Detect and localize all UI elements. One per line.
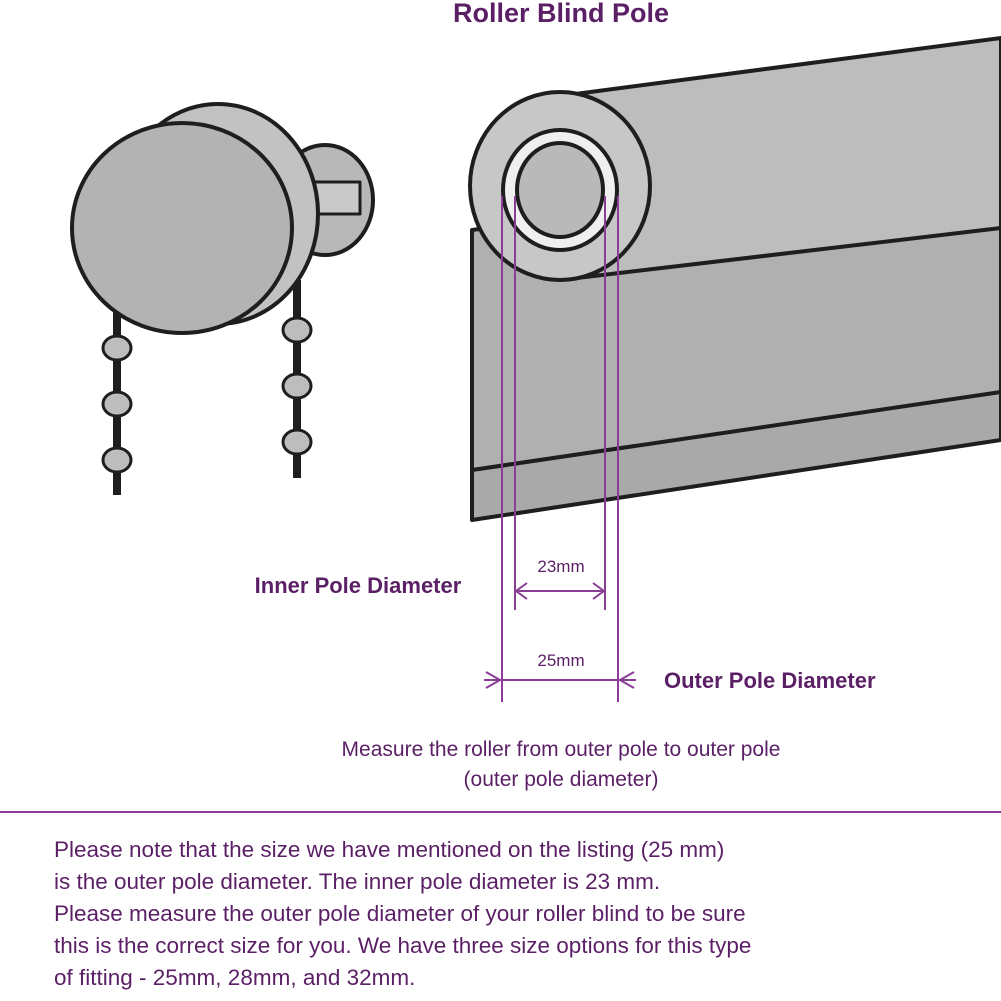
note-line: Please note that the size we have mentio…: [54, 837, 725, 862]
outer-arrowhead-right: [617, 671, 635, 689]
inner-pole: [515, 141, 605, 239]
chain-bead: [281, 428, 313, 456]
outer-diameter-value: 25mm: [537, 651, 584, 670]
note-line: is the outer pole diameter. The inner po…: [54, 869, 661, 894]
inner-arrowhead-right: [592, 582, 606, 600]
inner-diameter-label: Inner Pole Diameter: [255, 573, 462, 598]
outer-arrowhead-left: [485, 671, 503, 689]
chain-bead: [101, 390, 133, 418]
end-cap-illustration: [70, 102, 375, 495]
roller-illustration: [468, 36, 1001, 522]
caption-line-2: (outer pole diameter): [464, 768, 659, 791]
note-line: Please measure the outer pole diameter o…: [54, 901, 746, 926]
chain-bead: [101, 334, 133, 362]
cap-face: [70, 121, 294, 335]
chain-bead: [281, 316, 313, 344]
chain-bead: [101, 446, 133, 474]
size-note: Please note that the size we have mentio…: [54, 834, 974, 994]
diagram-title: Roller Blind Pole: [453, 0, 669, 28]
inner-arrowhead-left: [514, 582, 528, 600]
caption-line-1: Measure the roller from outer pole to ou…: [342, 738, 781, 761]
chain-bead: [281, 372, 313, 400]
note-line: this is the correct size for you. We hav…: [54, 933, 752, 958]
note-line: of fitting - 25mm, 28mm, and 32mm.: [54, 965, 416, 990]
inner-diameter-value: 23mm: [537, 557, 584, 576]
dimension-guides: [484, 196, 636, 702]
outer-diameter-label: Outer Pole Diameter: [664, 668, 876, 693]
